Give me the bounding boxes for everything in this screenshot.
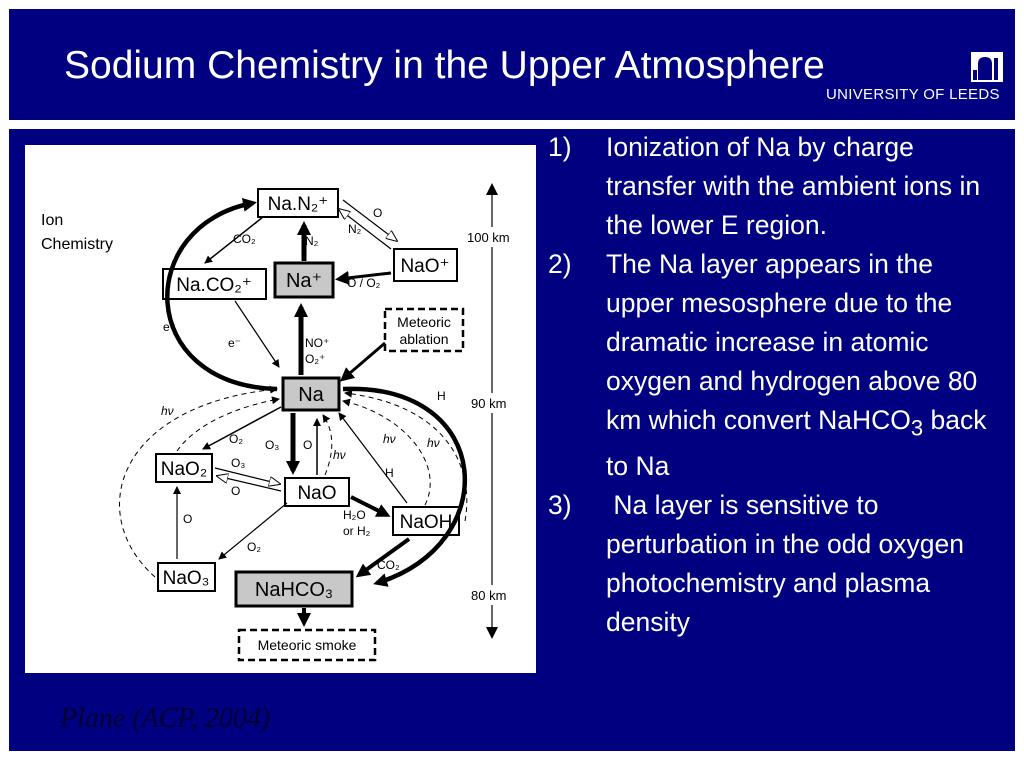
ion-chemistry-label-line1: Ion [41,212,63,229]
list-text: The Na layer appears in the upper mesosp… [606,249,987,482]
label-n2-up: N₂ [305,234,319,248]
label-o-c: O [183,512,192,526]
citation: Plane (ACP, 2004) [60,703,271,734]
label-o2-b: O₂ [247,540,261,554]
ion-chemistry-label-line2: Chemistry [41,236,113,253]
label-o-b: O [231,484,240,498]
list-number: 1) [548,132,572,162]
list-number: 2) [548,249,572,279]
label-hv-mid: hν [333,448,346,462]
university-logo: UNIVERSITY OF LEEDS [822,46,1012,106]
photolysis-paths [119,385,468,578]
species-nao: NaO [297,483,336,504]
label-co2-top: CO₂ [233,232,256,246]
box-nao [284,477,350,507]
label-e-mid: e⁻ [228,336,241,350]
reactant-labels: CO₂ N₂ O N₂ O / O₂ e⁻ e⁻ NO⁺ O₂⁺ H hν O₂… [161,206,446,572]
reaction-arrows [165,197,468,627]
label-o-o2: O / O₂ [347,276,381,290]
list-item: 2) The Na layer appears in the upper mes… [548,245,1008,486]
species-nao3: NaO₃ [163,568,210,589]
list-text: Na layer is sensitive to perturbation in… [606,490,965,638]
species-meteoric-smoke: Meteoric smoke [258,637,357,653]
label-e-left: e⁻ [163,320,176,334]
leeds-crest-icon [971,52,1003,82]
list-item: 3) Na layer is sensitive to perturbation… [548,486,1008,642]
species-nahco3: NaHCO₃ [255,579,333,601]
box-na-n2 [257,188,339,218]
label-h-top: H [437,389,446,403]
diagram-svg: Ion Chemistry 100 km 90 km 80 km Na.N₂⁺ … [41,183,510,662]
label-hv-left: hν [161,404,174,418]
list-item: 1) Ionization of Na by charge transfer w… [548,128,1008,245]
altitude-axis: 100 km 90 km 80 km [467,183,510,639]
meteoric-ablation-line2: ablation [399,331,448,347]
box-na [281,376,341,412]
box-meteoric-ablation [383,307,465,353]
meteoric-ablation-line1: Meteoric [397,314,451,330]
species-nao-plus: NaO⁺ [400,256,449,277]
species-naoh: NaOH [400,512,453,533]
title-bar [9,9,1015,120]
species-na-plus: Na⁺ [286,270,322,292]
label-no-plus: NO⁺ [305,336,329,350]
label-h2o-line1: H₂O [343,508,366,522]
altitude-90km: 90 km [471,396,506,411]
altitude-100km: 100 km [467,230,510,245]
list-number: 3) [548,490,572,521]
species-na-n2: Na.N₂⁺ [268,194,329,215]
species-nao2: NaO₂ [161,459,207,480]
bullet-list: 1) Ionization of Na by charge transfer w… [548,128,1008,642]
label-h2o-line2: or H₂ [343,524,371,538]
label-o-a: O [303,438,312,452]
label-o3-a: O₃ [265,438,279,452]
slide-title: Sodium Chemistry in the Upper Atmosphere [64,44,825,87]
box-nahco3 [234,570,354,608]
sodium-chemistry-diagram: Ion Chemistry 100 km 90 km 80 km Na.N₂⁺ … [25,145,536,673]
box-meteoric-smoke [237,628,377,662]
box-nao-plus [393,248,458,282]
label-hv-right1: hν [383,432,396,446]
list-text: Ionization of Na by charge transfer with… [606,132,981,240]
box-na-co2 [162,268,267,300]
label-o-top: O [373,206,382,220]
label-co2-bottom: CO₂ [377,558,400,572]
label-h-mid: H [385,466,394,480]
label-o2-a: O₂ [229,432,243,446]
label-hv-right2: hν [427,436,440,450]
box-na-plus [273,261,335,299]
label-n2-side: N₂ [348,222,362,236]
logo-text: UNIVERSITY OF LEEDS [826,86,1000,103]
label-o3-b: O₃ [231,456,245,470]
label-o2-plus: O₂⁺ [305,352,325,366]
box-nao2 [155,453,213,483]
species-na: Na [298,384,324,406]
box-nao3 [157,562,216,592]
species-na-co2: Na.CO₂⁺ [176,275,251,296]
altitude-80km: 80 km [471,588,506,603]
